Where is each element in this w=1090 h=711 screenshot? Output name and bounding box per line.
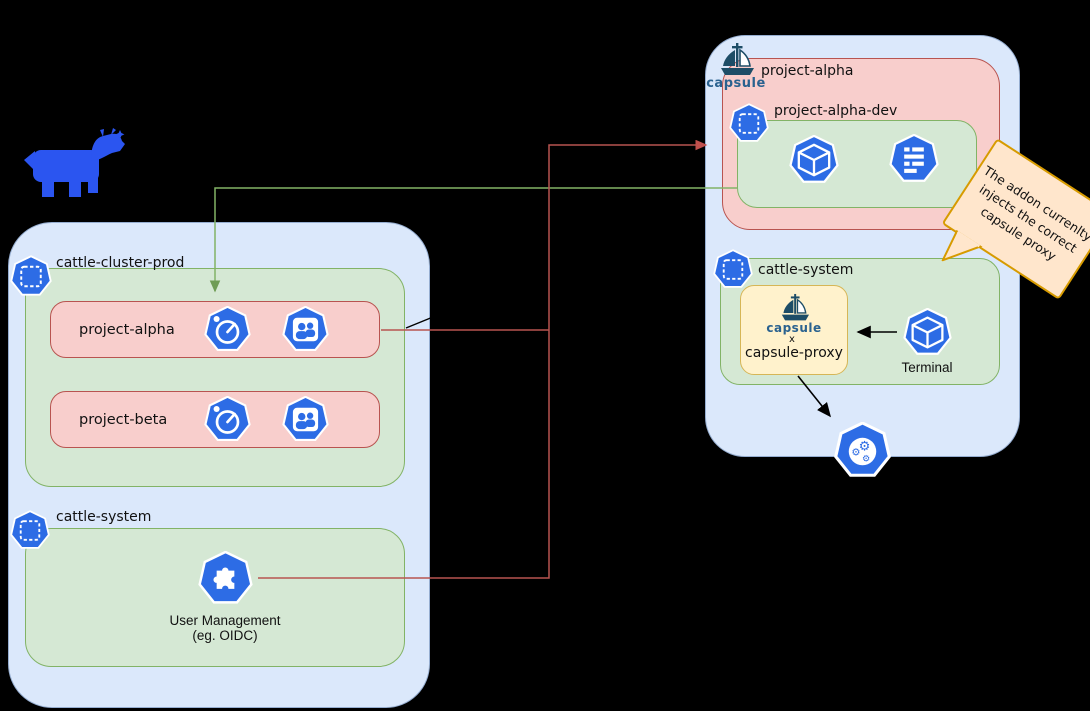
user-management-line2: (eg. OIDC): [192, 628, 258, 643]
capsule-proxy-label: capsule-proxy: [745, 345, 843, 361]
callout-tail: [940, 229, 983, 263]
namespace-icon: [10, 510, 50, 549]
pod-cube-icon: [903, 308, 952, 355]
namespace-icon: [729, 103, 769, 142]
user-management-caption: User Management (eg. OIDC): [115, 613, 335, 643]
resource-list-icon: [889, 134, 939, 182]
rancher-logo: [24, 128, 125, 197]
gauge-limit-icon: [204, 306, 251, 351]
svg-text:⚙: ⚙: [859, 440, 871, 455]
capsule-proxy-logo-text: capsule: [766, 321, 822, 335]
left-cluster-label: cattle-cluster-prod: [56, 255, 185, 271]
capsule-sailboat-logo: [781, 293, 810, 321]
users-rbac-icon: [282, 306, 329, 351]
callout-note: The addon currenlty injects the correct …: [940, 138, 1090, 300]
users-rbac-icon: [282, 396, 329, 441]
user-management-line1: User Management: [169, 613, 281, 628]
namespace-icon: [10, 255, 52, 296]
capsule-logo-text: capsule: [706, 76, 766, 91]
svg-text:⚙: ⚙: [862, 454, 870, 465]
pod-cube-icon: [789, 135, 839, 183]
project-beta-label: project-beta: [79, 412, 168, 428]
right-cattle-system-label: cattle-system: [758, 262, 854, 278]
right-project-alpha-label: project-alpha: [761, 63, 854, 79]
capsule-proxy-box: [740, 285, 848, 375]
namespace-icon: [713, 249, 753, 288]
terminal-caption: Terminal: [901, 360, 953, 375]
project-alpha-label: project-alpha: [79, 322, 175, 338]
gauge-limit-icon: [204, 396, 251, 441]
capsule-proxy-mark: x: [789, 334, 795, 345]
left-cattle-system-label: cattle-system: [56, 509, 152, 525]
capsule-sailboat-logo: [721, 43, 754, 75]
project-alpha-dev-label: project-alpha-dev: [774, 103, 898, 119]
control-plane-gears-icon: ⚙ ⚙ ⚙: [834, 422, 891, 477]
plugin-puzzle-icon: [198, 551, 253, 604]
svg-text:⚙: ⚙: [851, 448, 860, 459]
project-alpha-dev-box: [737, 120, 977, 208]
